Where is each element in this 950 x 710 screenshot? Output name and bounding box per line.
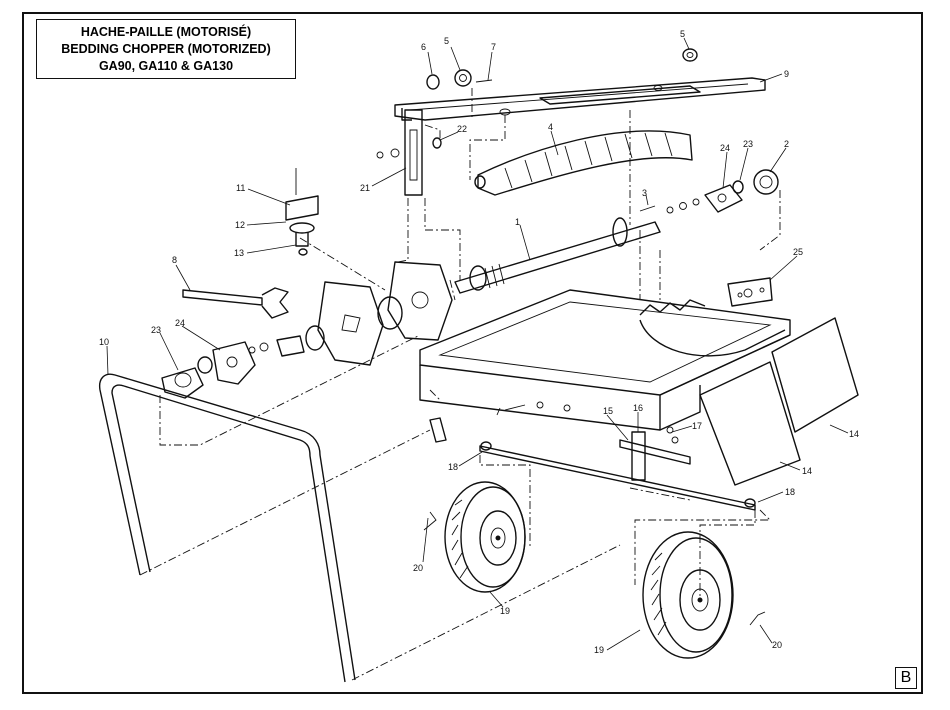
callout-20: 20 — [772, 640, 782, 650]
callout-20: 20 — [413, 563, 423, 573]
callout-4: 4 — [548, 122, 553, 132]
callout-labels: 6 5 7 5 9 4 22 24 23 2 21 11 3 12 1 13 2… — [99, 29, 859, 655]
callout-24: 24 — [720, 143, 730, 153]
callout-leaders — [107, 38, 848, 650]
callout-12: 12 — [235, 220, 245, 230]
callout-2: 2 — [784, 139, 789, 149]
callout-10: 10 — [99, 337, 109, 347]
callout-18: 18 — [785, 487, 795, 497]
callout-15: 15 — [603, 406, 613, 416]
callout-19: 19 — [500, 606, 510, 616]
callout-18: 18 — [448, 462, 458, 472]
left-bearing-assembly — [162, 342, 255, 398]
chassis-hopper — [420, 278, 790, 442]
rotor-shaft — [455, 218, 660, 293]
wrench — [183, 288, 288, 318]
callout-23: 23 — [151, 325, 161, 335]
callout-22: 22 — [457, 124, 467, 134]
side-flaps — [700, 318, 858, 485]
callout-24: 24 — [175, 318, 185, 328]
right-wheel — [643, 532, 765, 658]
callout-5: 5 — [444, 36, 449, 46]
callout-7: 7 — [491, 42, 496, 52]
callout-14: 14 — [849, 429, 859, 439]
callout-16: 16 — [633, 403, 643, 413]
callout-11: 11 — [236, 183, 245, 193]
callout-9: 9 — [784, 69, 789, 79]
callout-17: 17 — [692, 421, 702, 431]
callout-19: 19 — [594, 645, 604, 655]
wheel-axle — [480, 427, 755, 510]
callout-1: 1 — [515, 217, 520, 227]
callout-13: 13 — [234, 248, 244, 258]
callout-14: 14 — [802, 466, 812, 476]
side-arm — [377, 110, 441, 195]
callout-8: 8 — [172, 255, 177, 265]
callout-23: 23 — [743, 139, 753, 149]
callout-25: 25 — [793, 247, 803, 257]
callout-5: 5 — [680, 29, 685, 39]
top-cover-plate — [395, 78, 765, 120]
left-wheel — [424, 482, 525, 592]
hold-down-clamp — [286, 168, 318, 255]
callout-3: 3 — [642, 188, 647, 198]
callout-21: 21 — [360, 183, 370, 193]
callout-6: 6 — [421, 42, 426, 52]
right-bearing-assembly — [640, 170, 778, 213]
chopper-grate — [475, 131, 692, 195]
top-bushings — [427, 49, 697, 89]
support-frame — [100, 374, 355, 682]
